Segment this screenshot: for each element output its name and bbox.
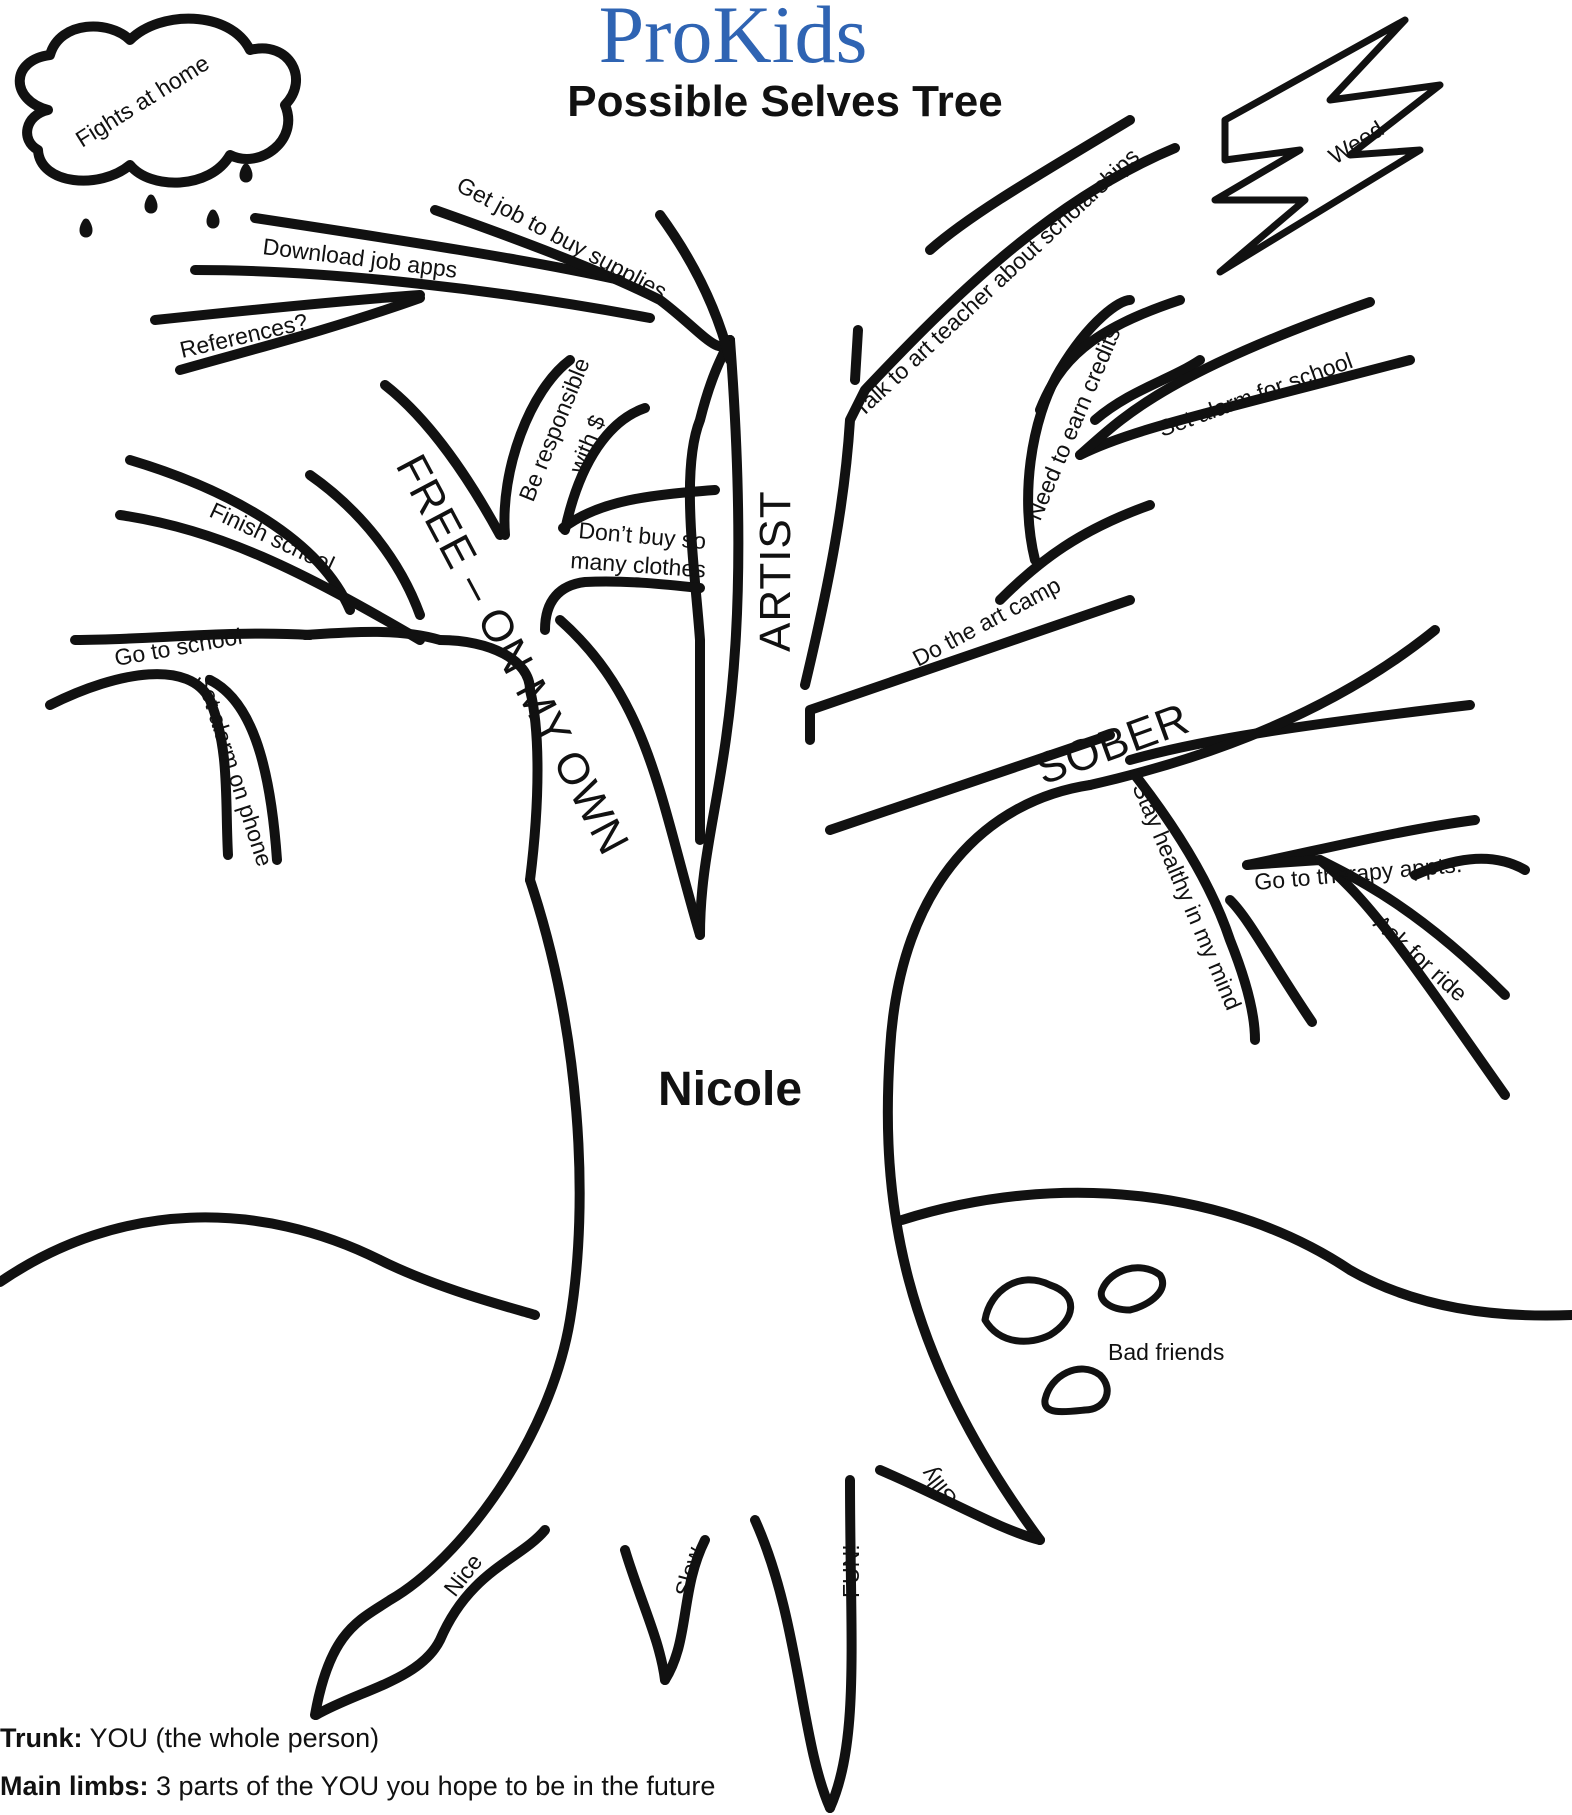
legend-trunk-term: Trunk: [0, 1723, 83, 1753]
trunk-name: Nicole [658, 1063, 802, 1116]
root-label-fun: FUN! [838, 1544, 864, 1598]
limb-artist [805, 120, 1410, 685]
branch-get-job: Get job to buy supplies [453, 171, 672, 304]
legend-main-limbs: Main limbs: 3 parts of the YOU you hope … [0, 1771, 715, 1802]
legend-main-limbs-desc: 3 parts of the YOU you hope to be in the… [156, 1771, 715, 1801]
branch-set-alarm-school: Set alarm for school [1155, 347, 1356, 441]
page-title: Possible Selves Tree [567, 77, 1002, 126]
branch-go-to-school: Go to school [112, 623, 244, 671]
legend-trunk-desc: YOU (the whole person) [90, 1723, 380, 1753]
root-label-slow: Slow [670, 1544, 708, 1599]
ground-right [902, 1193, 1572, 1316]
legend-trunk: Trunk: YOU (the whole person) [0, 1723, 379, 1754]
branch-art-camp: Do the art camp [908, 572, 1065, 672]
prokids-logo: ProKids [599, 0, 868, 80]
lightning-label: Weed [1324, 116, 1388, 170]
cloud-icon [20, 19, 296, 234]
rocks-label: Bad friends [1108, 1339, 1224, 1365]
limb-artist-label: ARTIST [751, 490, 800, 652]
cloud-label: Fights at home [71, 50, 214, 153]
legend-main-limbs-term: Main limbs: [0, 1771, 149, 1801]
ground-left [0, 1217, 535, 1315]
